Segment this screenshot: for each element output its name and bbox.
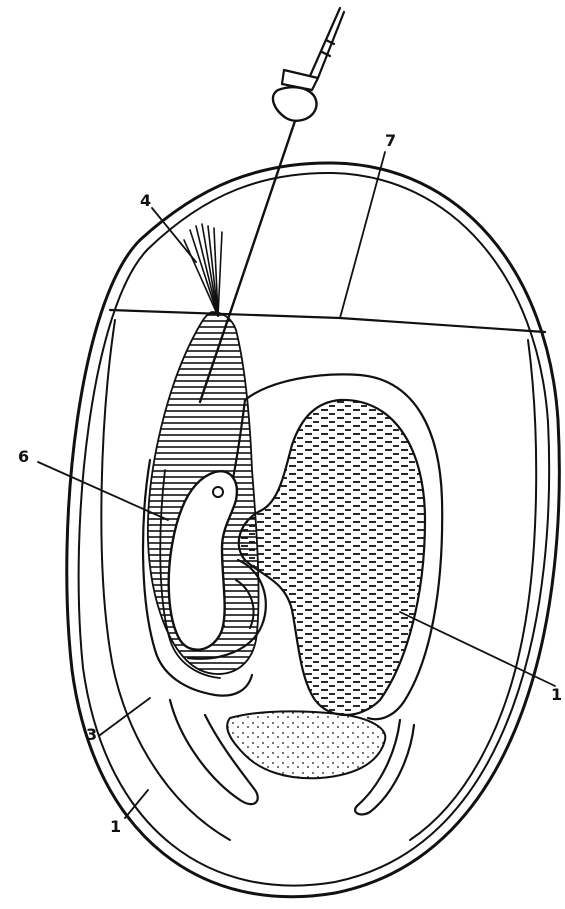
albumen-sac [227,711,385,778]
label-6: 6 [18,447,29,466]
label-3: 3 [86,725,97,744]
leader-line-right [400,612,555,686]
label-1-right: 1 [551,685,562,704]
syringe-bulb [273,87,317,121]
label-4: 4 [140,191,151,210]
leader-line-1 [125,790,148,818]
label-1: 1 [110,817,121,836]
leader-line-3 [100,698,150,735]
label-7: 7 [385,131,396,150]
inner-membrane-right [410,340,536,840]
fiber-fan [184,224,222,316]
leader-line-7 [340,152,385,318]
needle-shaft [200,118,296,402]
air-sac-boundary [110,310,545,332]
yolk-mass [239,400,425,715]
syringe-tip [310,8,344,78]
